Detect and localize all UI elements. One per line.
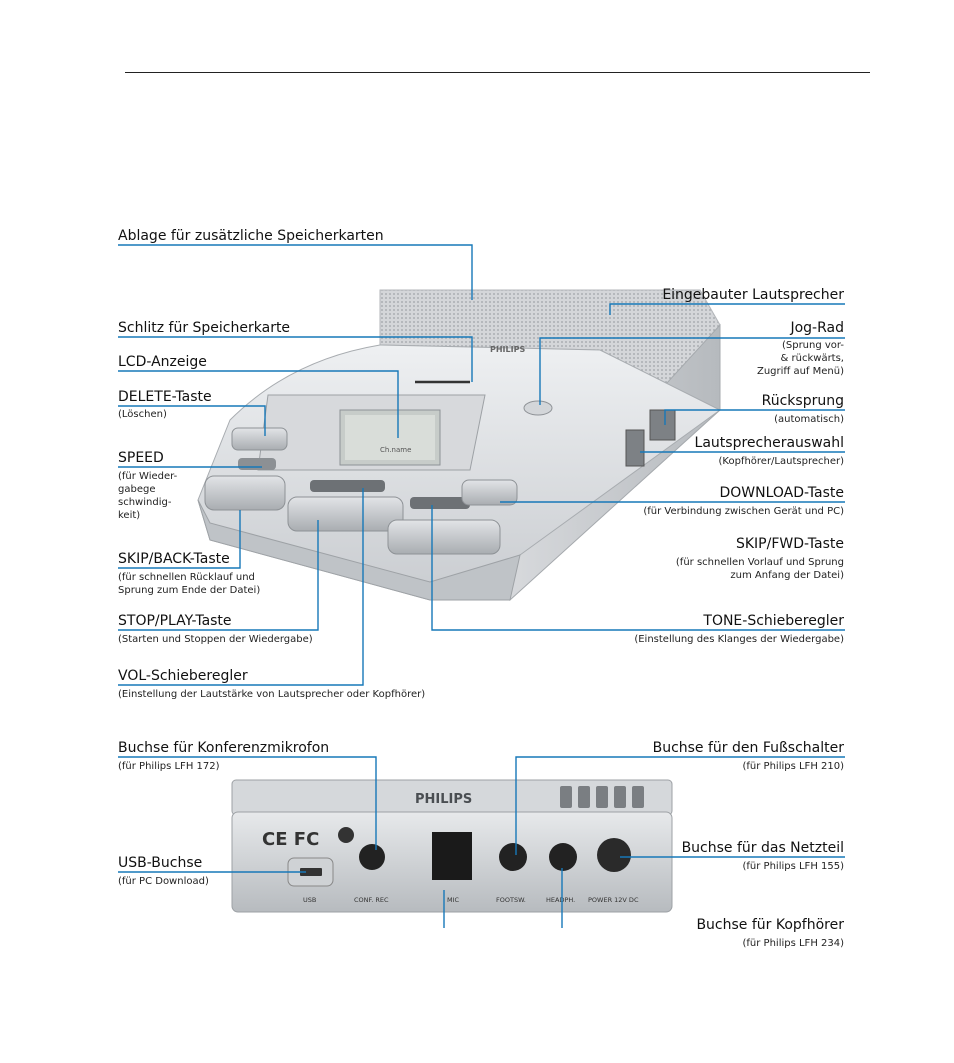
delete-button-shape bbox=[231, 427, 288, 451]
svg-text:CE FC: CE FC bbox=[262, 829, 319, 850]
label-stopplay: STOP/PLAY-Taste bbox=[118, 613, 232, 629]
header-rule bbox=[125, 72, 870, 73]
label-speaker: Eingebauter Lautsprecher bbox=[662, 287, 844, 303]
label-usb-sub: (für PC Download) bbox=[118, 876, 209, 887]
label-head: Buchse für Kopfhörer bbox=[696, 917, 844, 933]
label-skipfwd: SKIP/FWD-Taste bbox=[735, 536, 844, 552]
label-jog: Jog-Rad bbox=[790, 320, 844, 336]
port-foot-label: FOOTSW. bbox=[496, 896, 526, 904]
port-conf-label: CONF. REC bbox=[354, 896, 389, 904]
label-delete: DELETE-Taste bbox=[118, 389, 212, 405]
label-vol-sub: (Einstellung der Lautstärke von Lautspre… bbox=[118, 689, 426, 700]
label-download: DOWNLOAD-Taste bbox=[719, 485, 844, 501]
label-download-sub: (für Verbindung zwischen Gerät und PC) bbox=[643, 506, 844, 517]
label-lcd: LCD-Anzeige bbox=[118, 354, 207, 370]
label-rewind: Rücksprung bbox=[761, 393, 844, 409]
label-ablage: Ablage für zusätzliche Speicherkarten bbox=[118, 228, 384, 244]
port-mic-label: MIC bbox=[447, 896, 460, 904]
label-usb: USB-Buchse bbox=[118, 855, 203, 871]
device-brand-rear: PHILIPS bbox=[415, 792, 472, 807]
lcd-text: Ch.name bbox=[380, 446, 411, 454]
label-speakersel: Lautsprecherauswahl bbox=[694, 435, 844, 451]
port-usb-label: USB bbox=[303, 896, 316, 904]
label-speed: SPEED bbox=[118, 450, 164, 466]
device-top-illustration: Ch.name PHILIPS bbox=[197, 289, 721, 602]
label-vol: VOL-Schieberegler bbox=[118, 668, 248, 684]
label-skipfwd-sub: (für schnellen Vorlauf und Sprung zum An… bbox=[675, 557, 844, 581]
label-conf-sub: (für Philips LFH 172) bbox=[118, 761, 220, 772]
label-stopplay-sub: (Starten und Stoppen der Wiedergabe) bbox=[118, 634, 313, 645]
device-brand-top: PHILIPS bbox=[490, 345, 525, 354]
label-foot: Buchse für den Fußschalter bbox=[652, 740, 844, 756]
label-skipback-sub: (für schnellen Rücklauf und Sprung zum E… bbox=[118, 572, 261, 596]
label-schlitz: Schlitz für Speicherkarte bbox=[118, 320, 291, 336]
label-skipback: SKIP/BACK-Taste bbox=[118, 551, 230, 567]
label-jog-sub: (Sprung vor- & rückwärts, Zugriff auf Me… bbox=[756, 340, 844, 377]
label-tone-sub: (Einstellung des Klanges der Wiedergabe) bbox=[634, 634, 844, 645]
label-speakersel-sub: (Kopfhörer/Lautsprecher) bbox=[718, 456, 845, 467]
label-rewind-sub: (automatisch) bbox=[774, 414, 844, 425]
label-power-sub: (für Philips LFH 155) bbox=[742, 861, 845, 872]
port-head-label: HEADPH. bbox=[546, 896, 575, 904]
label-speed-sub: (für Wieder- gabege schwindig- keit) bbox=[118, 471, 178, 521]
label-foot-sub: (für Philips LFH 210) bbox=[742, 761, 845, 772]
label-power: Buchse für das Netzteil bbox=[681, 840, 844, 856]
label-delete-sub: (Löschen) bbox=[118, 409, 167, 420]
label-tone: TONE-Schieberegler bbox=[703, 613, 844, 629]
label-head-sub: (für Philips LFH 234) bbox=[742, 938, 845, 949]
label-conf: Buchse für Konferenzmikrofon bbox=[118, 740, 330, 756]
port-power-label: POWER 12V DC bbox=[588, 896, 639, 904]
